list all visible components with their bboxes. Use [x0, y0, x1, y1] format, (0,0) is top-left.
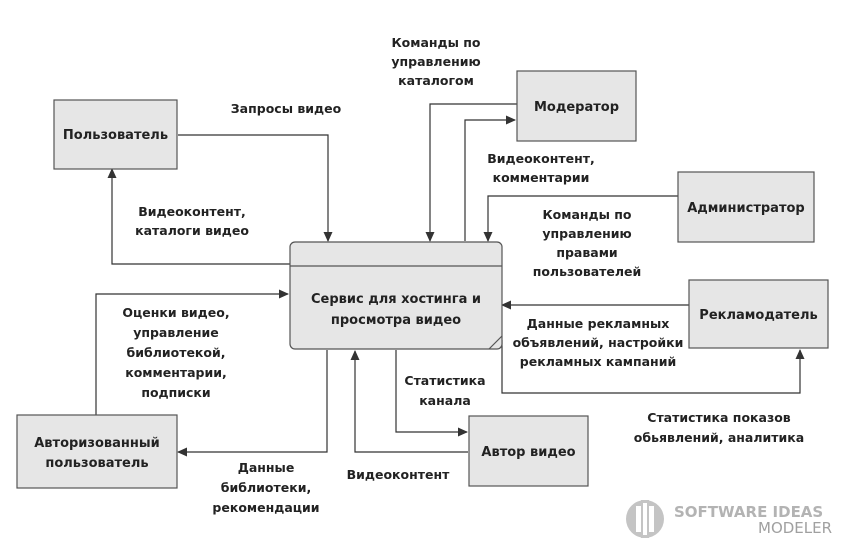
label-content-comments: Видеоконтент, комментарии: [487, 151, 595, 185]
flow-video-catalogs: [107, 168, 290, 265]
software-ideas-logo: SOFTWARE IDEAS MODELER: [626, 500, 832, 538]
entity-user: Пользователь: [53, 99, 178, 170]
process-label-line-2: просмотра видео: [331, 313, 461, 328]
label-library-data: Данные библиотеки, рекомендации: [212, 460, 319, 515]
label-line: обьявлений, аналитика: [634, 430, 804, 445]
process-video-service: Сервис для хостинга и просмотра видео: [289, 241, 503, 350]
label-line: библиотеки,: [221, 480, 311, 495]
label-line: Оценки видео,: [122, 305, 229, 320]
label-ratings: Оценки видео, управление библиотекой, ко…: [122, 305, 229, 400]
label-line: Видеоконтент,: [138, 204, 246, 219]
logo-sub-text: MODELER: [758, 519, 832, 537]
label-line: пользователей: [533, 264, 642, 279]
label-video-requests: Запросы видео: [231, 101, 342, 116]
label-ad-data: Данные рекламных объявлений, настройки р…: [513, 316, 684, 369]
entity-author: Автор видео: [468, 415, 589, 487]
label-ad-stats: Статистика показов обьявлений, аналитика: [634, 410, 804, 445]
label-channel-stats: Статистика канала: [404, 373, 485, 408]
entity-advertiser: Рекламодатель: [688, 279, 829, 349]
flow-ratings: [95, 289, 289, 415]
entity-moderator-label: Модератор: [534, 100, 619, 115]
entity-user-label: Пользователь: [63, 128, 168, 143]
entity-auth-user-line-1: Авторизованный: [34, 436, 159, 451]
flow-rights-commands: [483, 195, 678, 242]
label-line: правами: [556, 245, 617, 260]
label-line: рекомендации: [212, 500, 319, 515]
entity-author-label: Автор видео: [481, 445, 575, 460]
logo-icon: [626, 500, 664, 538]
flow-content-comments: [464, 115, 516, 241]
label-line: Статистика: [404, 373, 485, 388]
logo-main-text: SOFTWARE IDEAS: [674, 503, 823, 521]
label-line: Видеоконтент,: [487, 151, 595, 166]
label-line: библиотекой,: [126, 345, 225, 360]
label-line: Статистика показов: [647, 410, 791, 425]
label-line: управлению: [542, 226, 631, 241]
entity-auth-user: Авторизованный пользователь: [16, 414, 178, 489]
label-line: объявлений, настройки: [513, 335, 684, 350]
label-rights-commands: Команды по управлению правами пользовате…: [533, 207, 642, 279]
label-line: Видеоконтент: [347, 467, 451, 482]
label-line: Команды по: [391, 35, 480, 50]
entity-administrator-label: Администратор: [687, 201, 804, 216]
label-line: комментарии,: [125, 365, 227, 380]
flow-library-data: [177, 350, 328, 457]
flow-video-requests: [178, 134, 333, 242]
flow-catalog-commands: [425, 103, 517, 242]
label-video-catalogs: Видеоконтент, каталоги видео: [135, 204, 249, 238]
entity-administrator: Администратор: [677, 171, 815, 243]
entity-auth-user-line-2: пользователь: [45, 456, 148, 471]
label-line: Запросы видео: [231, 101, 342, 116]
label-line: Данные: [238, 460, 295, 475]
label-line: Команды по: [542, 207, 631, 222]
flow-channel-stats: [395, 350, 468, 437]
label-line: Данные рекламных: [527, 316, 670, 331]
label-catalog-commands: Команды по управлению каталогом: [391, 35, 481, 88]
label-line: каталогом: [398, 73, 474, 88]
label-line: каталоги видео: [135, 223, 249, 238]
label-line: подписки: [141, 385, 210, 400]
flow-ad-stats: [501, 340, 805, 394]
label-video-content: Видеоконтент: [347, 467, 451, 482]
entity-moderator: Модератор: [516, 70, 637, 142]
process-label-line-1: Сервис для хостинга и: [311, 292, 481, 307]
entity-advertiser-label: Рекламодатель: [699, 308, 817, 323]
label-line: комментарии: [493, 170, 590, 185]
flow-video-content: [350, 350, 468, 453]
label-line: рекламных кампаний: [520, 354, 676, 369]
label-line: управлению: [391, 54, 480, 69]
label-line: управление: [133, 325, 219, 340]
label-line: канала: [419, 393, 471, 408]
